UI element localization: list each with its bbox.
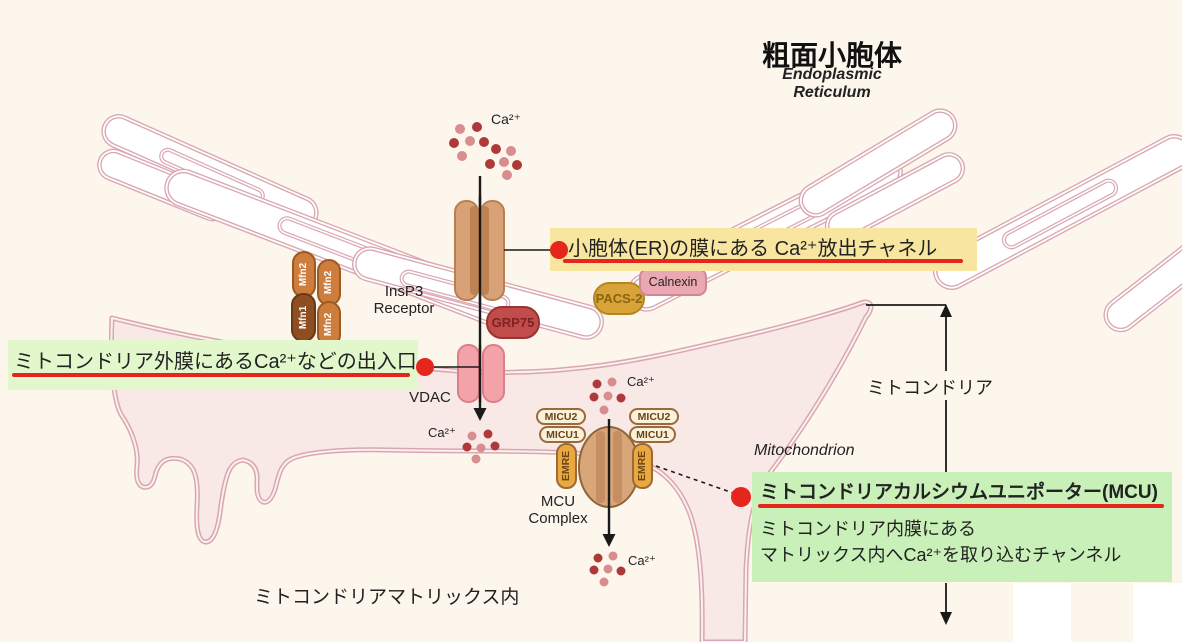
emre-label: EMRE <box>636 450 649 482</box>
calcium-dots-below-mcu <box>589 551 626 587</box>
background-patches <box>1013 583 1182 642</box>
calcium-label-top: Ca²⁺ <box>491 111 521 127</box>
annotation-mcu-line2: マトリックス内へCa²⁺を取り込むチャンネル <box>760 545 1122 565</box>
mfn1-protein: Mfn1 <box>291 293 316 342</box>
annotation-connectors <box>433 249 737 495</box>
annotation-mcu-underline <box>758 504 1164 508</box>
calcium-dots-below-vdac <box>462 429 500 464</box>
annotation-er-channel-text: 小胞体(ER)の膜にある Ca²⁺放出チャネル <box>568 238 938 260</box>
annotation-mcu-dot <box>731 487 751 507</box>
emre-right: EMRE <box>632 443 653 489</box>
insp3-label-line1: InsP3 <box>384 283 424 300</box>
calcium-label-below-mcu: Ca²⁺ <box>628 553 656 568</box>
mcu-complex-label: MCU Complex <box>512 493 604 528</box>
mfn2-label: Mfn2 <box>298 262 310 287</box>
annotation-outer-membrane-dot <box>416 358 434 376</box>
annotation-mcu-line1: ミトコンドリア内膜にある <box>760 519 976 539</box>
insp3-label-line2: Receptor <box>373 300 435 318</box>
vdac-channel-shape <box>457 344 505 403</box>
mitochondria-label-japanese: ミトコンドリア <box>864 374 996 400</box>
mfn2-label: Mfn2 <box>323 270 335 295</box>
mitochondrion-label-english: Mitochondrion <box>754 442 855 459</box>
mcu-complex-label-line1: MCU <box>540 493 576 510</box>
mfn2-label: Mfn2 <box>323 312 335 336</box>
annotation-er-channel-underline <box>563 259 963 263</box>
mfn2-protein-top-left: Mfn2 <box>292 251 316 298</box>
annotation-er-channel-dot <box>550 241 568 259</box>
calcium-label-above-mcu: Ca²⁺ <box>627 374 655 389</box>
annotation-mcu-box <box>752 472 1172 582</box>
mitochondria-extent-bracket <box>866 304 952 625</box>
calcium-dots-top <box>449 122 522 180</box>
insp3-receptor-label: InsP3 Receptor <box>358 283 450 318</box>
calnexin-protein: Calnexin <box>639 268 707 296</box>
annotation-outer-membrane-box <box>8 340 418 390</box>
emre-left: EMRE <box>556 443 577 489</box>
annotation-mcu-title: ミトコンドリアカルシウムユニポーター(MCU) <box>760 482 1158 503</box>
annotation-outer-membrane-underline <box>12 373 410 377</box>
er-title-english-line2: Reticulum <box>793 83 871 101</box>
er-title-japanese: 粗面小胞体 <box>761 40 902 71</box>
mfn2-protein-bottom-right: Mfn2 <box>317 301 341 347</box>
pacs2-protein: PACS-2 <box>593 282 645 315</box>
vdac-label: VDAC <box>409 389 451 406</box>
micu2-right: MICU2 <box>629 408 679 425</box>
annotation-outer-membrane-text: ミトコンドリア外膜にあるCa²⁺などの出入口 <box>14 351 417 373</box>
vdac-arrowhead <box>473 408 487 421</box>
emre-label: EMRE <box>560 450 573 482</box>
mfn2-protein-top-right: Mfn2 <box>317 259 341 306</box>
matrix-label-japanese: ミトコンドリアマトリックス内 <box>254 587 520 608</box>
micu1-right: MICU1 <box>629 426 676 443</box>
micu1-left: MICU1 <box>539 426 586 443</box>
grp75-protein: GRP75 <box>486 306 540 339</box>
calcium-label-below-vdac: Ca²⁺ <box>428 425 456 440</box>
insp3-channel-shape <box>454 196 505 305</box>
calcium-flow-arrow-mcu <box>602 419 616 547</box>
mfn1-label: Mfn1 <box>298 305 309 330</box>
annotation-er-channel-box <box>550 228 977 271</box>
er-title-english: Endoplasmic Reticulum <box>757 66 907 102</box>
mcu-complex-label-line2: Complex <box>528 510 588 528</box>
er-title-english-line1: Endoplasmic <box>782 66 882 83</box>
calcium-dots-above-mcu <box>589 377 626 415</box>
micu2-left: MICU2 <box>536 408 586 425</box>
